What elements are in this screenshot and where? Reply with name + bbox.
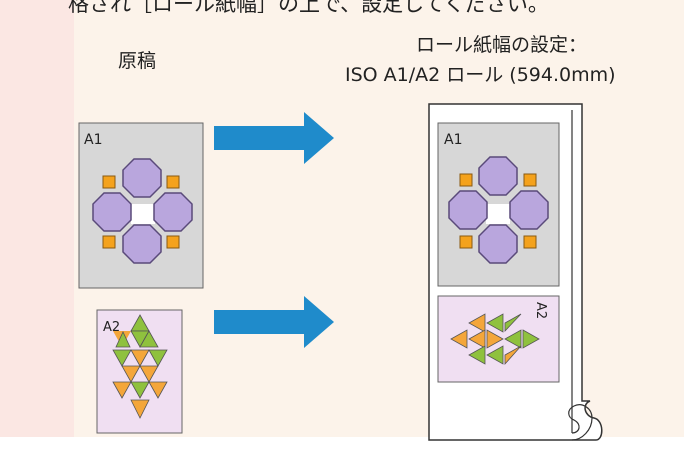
original-a1-page: A1 — [78, 122, 204, 289]
roll-a1-page-label: A1 — [444, 132, 462, 148]
left-accent-strip — [0, 0, 74, 437]
printed-a1-page: A1 — [437, 122, 560, 287]
arrow-a1 — [214, 112, 334, 164]
a1-page-label: A1 — [84, 132, 102, 148]
arrow-a2 — [214, 296, 334, 348]
original-a2-page: A2 — [96, 309, 183, 434]
original-label: 原稿 — [118, 50, 157, 72]
roll-width-label: ロール紙幅の設定： — [416, 34, 588, 56]
printed-a2-page: A2 — [437, 295, 560, 383]
roll-a2-page-label: A2 — [533, 302, 548, 319]
roll-width-value: ISO A1/A2 ロール (594.0mm) — [345, 64, 616, 86]
cut-off-heading: 格され［ロール紙幅］の上で、設定してください。 — [68, 0, 549, 16]
